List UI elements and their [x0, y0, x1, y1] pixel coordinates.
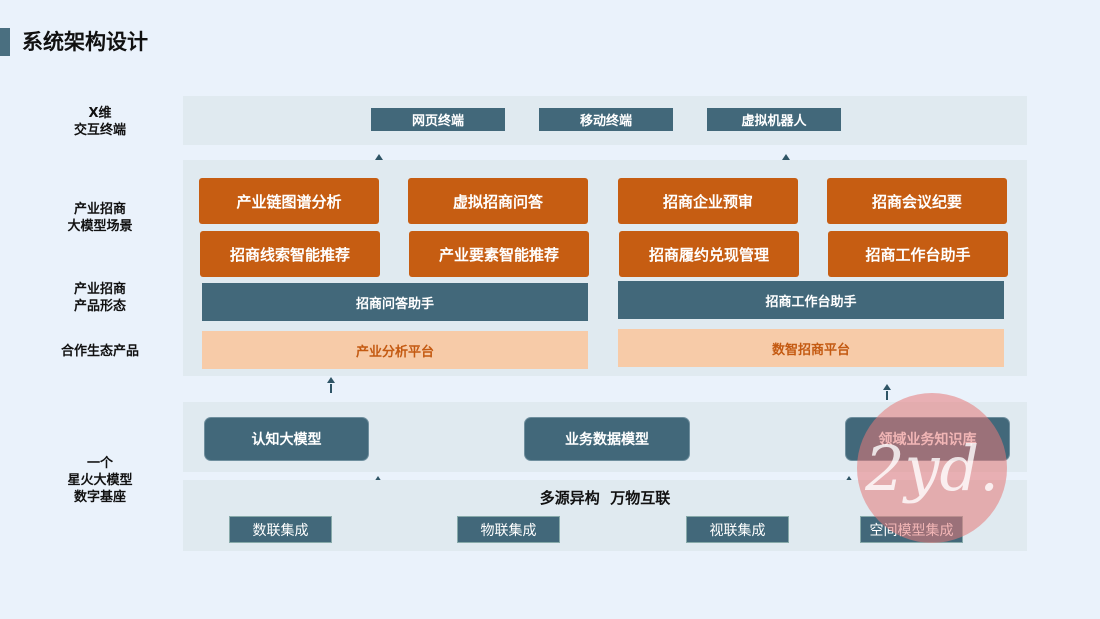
title-accent-bar — [0, 28, 10, 56]
layer-label-base: 一个 星火大模型 数字基座 — [67, 456, 133, 505]
layer-label-scene: 产业招商 大模型场景 — [67, 202, 133, 234]
scene-box: 虚拟招商问答 — [408, 178, 588, 224]
layer-label-product: 产业招商 产品形态 — [73, 282, 126, 314]
arrow-up-icon — [327, 377, 335, 393]
eco-box: 数智招商平台 — [618, 329, 1004, 367]
scene-box: 招商履约兑现管理 — [619, 231, 799, 277]
terminal-web: 网页终端 — [371, 108, 505, 131]
scene-box: 产业要素智能推荐 — [409, 231, 589, 277]
watermark-text: 2yd. — [865, 431, 999, 505]
scene-box: 招商线索智能推荐 — [200, 231, 380, 277]
product-box: 招商问答助手 — [202, 283, 588, 321]
scene-box: 招商企业预审 — [618, 178, 798, 224]
scene-box: 招商会议纪要 — [827, 178, 1007, 224]
data-slogan: 多源异构 万物互联 — [539, 489, 671, 507]
integration-box: 物联集成 — [457, 516, 560, 543]
scene-box: 招商工作台助手 — [828, 231, 1008, 277]
integration-box: 数联集成 — [229, 516, 332, 543]
model-box: 业务数据模型 — [524, 417, 690, 461]
scene-box: 产业链图谱分析 — [199, 178, 379, 224]
watermark-logo: 2yd. — [857, 393, 1007, 543]
model-box: 认知大模型 — [204, 417, 369, 461]
terminal-robot: 虚拟机器人 — [707, 108, 841, 131]
layer-label-eco: 合作生态产品 — [60, 344, 139, 359]
product-box: 招商工作台助手 — [618, 281, 1004, 319]
arrow-up-icon — [883, 384, 891, 400]
integration-box: 视联集成 — [686, 516, 789, 543]
eco-box: 产业分析平台 — [202, 331, 588, 369]
layer-label-terminal: X维 交互终端 — [73, 106, 126, 138]
page-title: 系统架构设计 — [22, 30, 148, 54]
terminal-mobile: 移动终端 — [539, 108, 673, 131]
